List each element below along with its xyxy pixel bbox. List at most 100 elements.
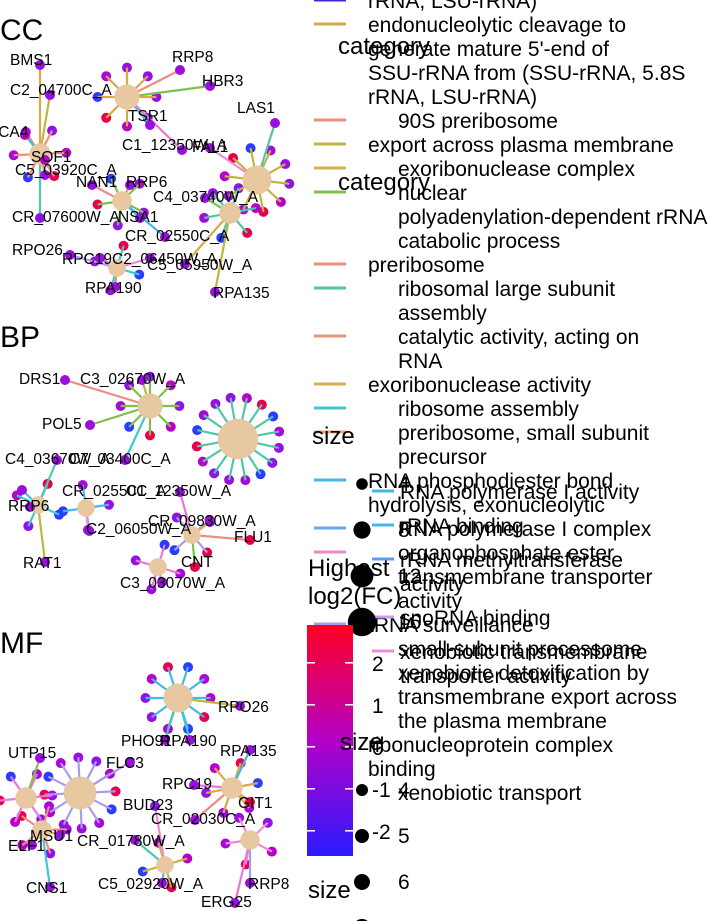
gene-label: RPC19 [162,776,212,793]
color-tick-label: 0 [372,737,384,760]
legend-category-title-2: category [338,169,430,196]
gene-label: BUD23 [123,797,173,814]
color-tick-label: 2 [372,653,384,676]
gene-label: FLC3 [106,755,144,772]
gene-label: CR_09830W_A [148,513,256,530]
legend-size-dot [350,564,374,588]
category-hub-node [149,558,167,576]
gene-label: ELF1 [8,838,45,855]
gene-label: PHO91 [121,733,172,750]
gene-label: RRP6 [8,498,49,515]
gene-node [35,753,45,763]
gene-label: RRP8 [248,876,289,893]
legend-category-item: small-subunit processome [398,638,642,661]
legend-category-item: exoribonuclease activity [368,374,591,397]
gene-node [35,60,45,70]
gene-node [35,213,45,223]
legend-size-value: 8 [398,519,410,542]
gene-node [65,250,75,260]
gene-label: C3_02670W_A [80,371,186,388]
gene-node [270,118,280,128]
ring-gene-node [8,150,19,161]
gene-label: C4_03740W_A [153,189,259,206]
gene-label: RPO26 [12,242,63,259]
gene-node [17,485,27,495]
legend-color-title: Highest [308,555,390,582]
legend-size-value: 12 [398,565,421,588]
gene-node [40,155,50,165]
gene-label: SOF1 [31,149,71,166]
legend-category-item: ribosome assembly [398,398,579,421]
legend-size-value: 4 [398,779,410,802]
gene-node [52,455,62,465]
gene-node [245,745,255,755]
edge [126,84,211,99]
gene-label: CR_02030C_A [151,811,256,828]
edge [36,504,47,563]
gene-label: MSU1 [30,828,73,845]
legend-size-value: 16 [398,611,421,634]
edge [64,378,151,408]
gene-node [60,375,70,385]
legend-size-title-3: size [308,877,351,904]
color-tick-label: -1 [372,779,391,802]
gene-node [205,143,215,153]
legend-category-item: rRNA, LSU-rRNA) [368,0,537,13]
gene-node [210,287,220,297]
gene-label: RPA190 [85,280,142,297]
legend-category-item: export across plasma membrane [368,134,674,157]
gene-node [125,757,135,767]
gene-label: C1_12350W_A [122,137,228,154]
edge [184,212,231,265]
legend-category-title: category [338,33,430,60]
gene-label: RRP6 [126,174,167,191]
category-hub-node [163,683,193,713]
gene-node [177,145,187,155]
gene-node [135,213,145,223]
gene-node [145,120,155,130]
edge [153,805,167,866]
legend-size-dot [347,607,377,637]
legend-size-value: 6 [398,871,410,894]
legend-size-value: 5 [398,825,410,848]
network-panel-mf: MFRPO26UTP15PHO91RPA190RPA135FLC3RPC19BU… [0,627,289,911]
gene-node [189,780,199,790]
legend-size-dot [355,829,369,843]
gene-node [55,830,65,840]
color-tick-label: 1 [372,695,384,718]
gene-node [150,801,160,811]
legend-size-dot [353,521,371,539]
gene-label: RPA190 [160,733,217,750]
gene-label: C5_05950W_A [147,257,253,274]
gene-label: CR_01780W_A [77,833,185,850]
gene-label: ERG25 [201,894,252,911]
legend-category-item: rRNA binding [400,515,524,538]
gene-node [25,502,35,512]
gene-label: FLU1 [234,529,272,546]
edge [213,212,232,293]
gene-label: POL5 [42,416,82,433]
network-nodes [15,683,260,908]
panel-label-cc: CC [0,14,43,47]
category-hub-node [112,191,132,211]
gene-label: RRP8 [172,49,213,66]
gene-node [145,253,155,263]
legend-category-item: RNA polymerase I activity [400,481,640,504]
gene-label: FAL1 [192,139,228,156]
gene-label: CNS1 [26,880,67,897]
legend-size-title-2: size [340,729,383,756]
gene-label: RAT1 [23,555,61,572]
gene-node [27,840,37,850]
category-hub-node [221,777,243,799]
legend-color-title: log2(FC) [308,583,401,610]
legend-category-item: preribosome [368,254,485,277]
gene-label: CR_02550C_A [125,228,230,245]
gene-node [235,701,245,711]
legend-category-item: tRNA surveillance [368,614,534,637]
